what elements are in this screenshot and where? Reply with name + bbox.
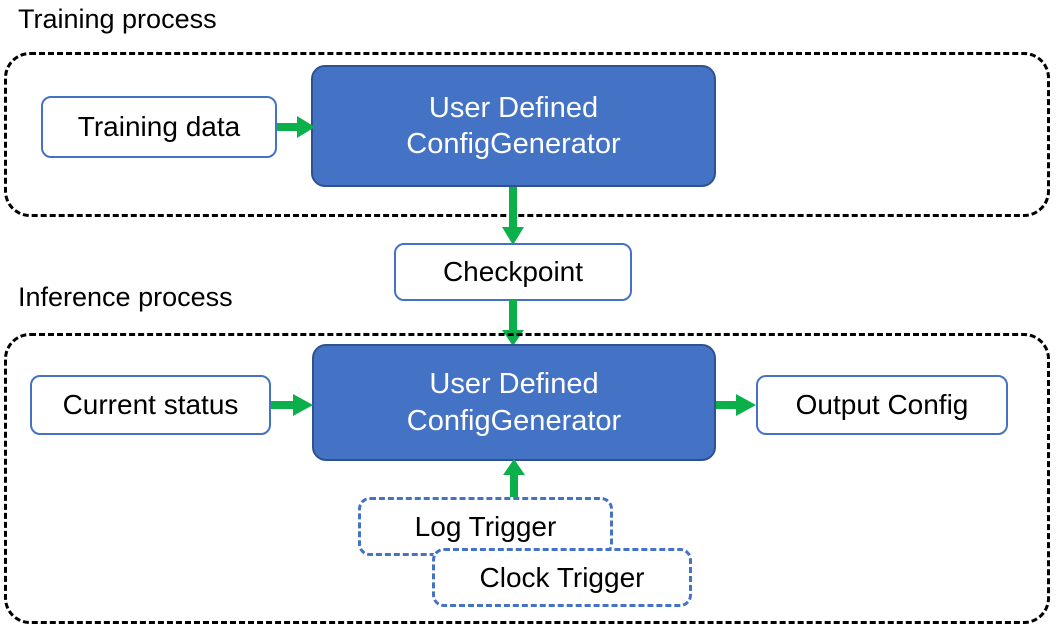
- clock-trigger-box[interactable]: Clock Trigger: [432, 548, 692, 607]
- training-data-box[interactable]: Training data: [41, 96, 277, 158]
- inference-generator-line2: ConfigGenerator: [406, 404, 622, 437]
- inference-process-label: Inference process: [18, 282, 233, 312]
- current-status-box[interactable]: Current status: [30, 375, 271, 435]
- log-trigger-box[interactable]: Log Trigger: [358, 497, 613, 556]
- training-config-generator-box[interactable]: User Defined ConfigGenerator: [311, 65, 716, 187]
- inference-process-container: [4, 333, 1050, 624]
- checkpoint-box[interactable]: Checkpoint: [394, 243, 632, 301]
- training-process-label: Training process: [18, 4, 217, 34]
- training-generator-line1: User Defined: [428, 91, 599, 124]
- training-process-container: [4, 52, 1050, 217]
- training-generator-line2: ConfigGenerator: [406, 128, 621, 160]
- inference-generator-line1: User Defined: [429, 368, 599, 401]
- inference-config-generator-box[interactable]: User Defined ConfigGenerator: [312, 344, 716, 461]
- output-config-box[interactable]: Output Config: [756, 375, 1008, 435]
